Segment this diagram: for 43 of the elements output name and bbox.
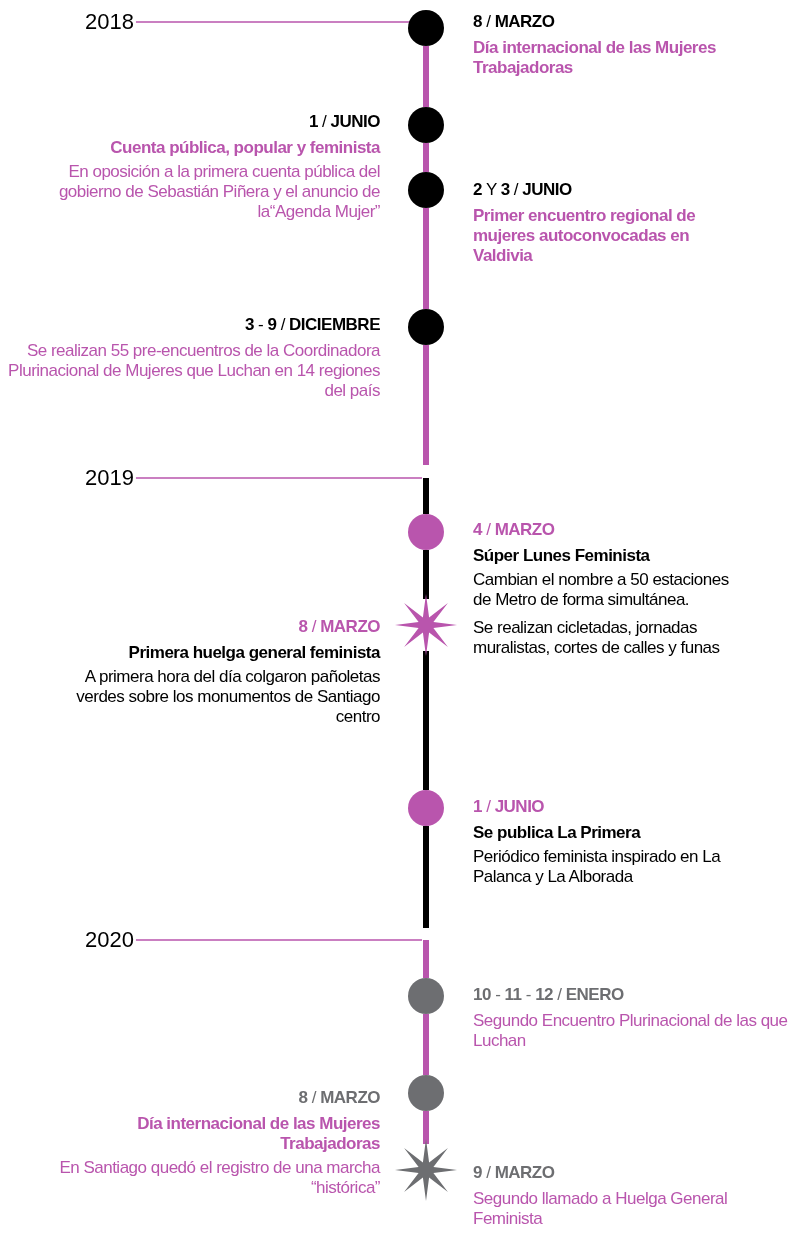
event-date: 1 / JUNIO (307, 112, 380, 132)
timeline-line (423, 208, 429, 309)
timeline-line (423, 1111, 429, 1144)
leader-line (135, 477, 423, 479)
event-description: En oposición a la primera cuenta pública del gobierno de Sebastián Piñera y el anuncio de la“Agenda Mujer” (57, 162, 380, 222)
timeline-line (423, 345, 429, 465)
event-description: En Santiago quedó el registro de una marcha “histórica” (58, 1158, 380, 1198)
event-description: Cambian el nombre a 50 estaciones de Metro de forma simultánea. (473, 570, 730, 610)
event-date: 3 - 9 / DICIEMBRE (243, 315, 380, 335)
timeline-line (423, 940, 429, 978)
timeline-line (423, 143, 429, 172)
event-date: 8 / MARZO (473, 12, 556, 32)
timeline-line (423, 478, 429, 514)
event-title: Cuenta pública, popular y feminista (109, 138, 380, 158)
event-date: 4 / MARZO (473, 520, 556, 540)
event-title: Día internacional de las Mujeres Trabajadoras (473, 38, 717, 78)
year-label: 2018 (85, 9, 134, 35)
event-description: Periódico feminista inspirado en La Palanca y La Alborada (473, 847, 722, 887)
event-description: A primera hora del día colgaron pañoletas verdes sobre los monumentos de Santiago centro (75, 667, 380, 727)
event-title: Primera huelga general feminista (127, 643, 380, 663)
timeline-line (423, 651, 429, 790)
year-label: 2020 (85, 927, 134, 953)
event-date: 2 Y 3 / JUNIO (473, 180, 573, 200)
event-title: Día internacional de las Mujeres Trabajadoras (136, 1114, 380, 1154)
event-date: 10 - 11 - 12 / ENERO (473, 985, 625, 1005)
timeline-line (423, 550, 429, 599)
event-date: 9 / MARZO (473, 1163, 556, 1183)
year-label: 2019 (85, 465, 134, 491)
timeline-line (423, 826, 429, 928)
timeline-line (423, 46, 429, 107)
event-title: Se publica La Primera (473, 823, 642, 843)
leader-line (135, 21, 411, 23)
event-date: 8 / MARZO (297, 1088, 380, 1108)
leader-line (135, 939, 423, 941)
event-description: Segundo llamado a Huelga General Feminista (473, 1189, 729, 1229)
event-title: Primer encuentro regional de mujeres autoconvocadas en Valdivia (473, 206, 697, 266)
event-description: Segundo Encuentro Plurinacional de las que Luchan (473, 1011, 788, 1051)
event-description: Se realizan 55 pre-encuentros de la Coordinadora Plurinacional de Mujeres que Luchan en 14 regiones del país (7, 341, 380, 401)
event-title: Súper Lunes Feminista (473, 546, 651, 566)
timeline-line (423, 1014, 429, 1075)
event-date: 8 / MARZO (297, 617, 380, 637)
event-date: 1 / JUNIO (473, 797, 546, 817)
event-description: Se realizan cicletadas, jornadas muralistas, cortes de calles y funas (473, 618, 721, 658)
